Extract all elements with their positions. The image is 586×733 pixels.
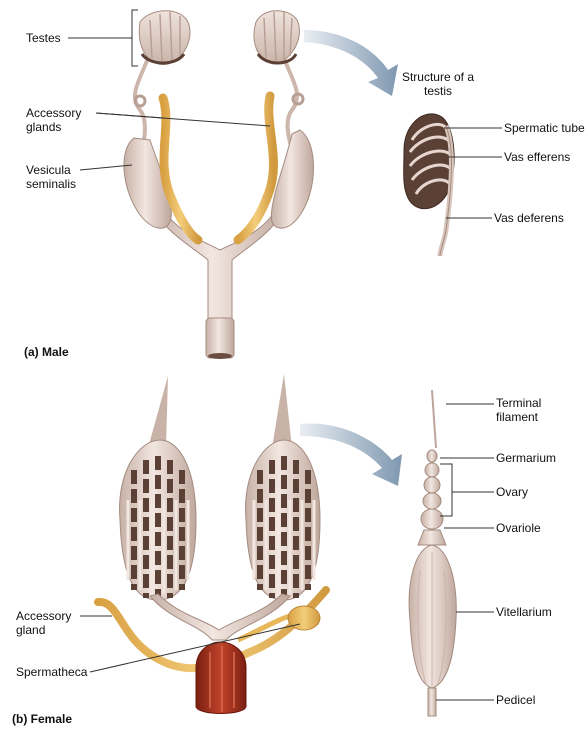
male-detail-arrow <box>304 30 398 96</box>
testis-left <box>139 11 190 65</box>
label-vitellarium: Vitellarium <box>496 605 552 619</box>
ovariole-illustration <box>409 390 456 716</box>
spermatheca-illustration <box>288 606 320 630</box>
ovary-left <box>120 440 196 600</box>
vitellarium-illustration <box>409 545 456 688</box>
label-ovary: Ovary <box>496 485 528 499</box>
panel-label-female: (b) Female <box>12 712 72 726</box>
label-terminal-filament: Terminal filament <box>496 396 566 424</box>
panel-label-male: (a) Male <box>24 345 69 359</box>
female-vagina <box>196 642 246 714</box>
ovary-right <box>246 440 320 600</box>
label-spermatheca: Spermatheca <box>16 665 87 679</box>
testis-right <box>254 11 299 64</box>
label-accessory-gland: Accessory gland <box>16 609 82 637</box>
label-spermatic-tube: Spermatic tube <box>504 121 585 135</box>
label-vesicula-seminalis: Vesicula seminalis <box>26 163 88 191</box>
accessory-gland-right <box>238 96 273 240</box>
oviducts <box>150 594 290 640</box>
label-testes: Testes <box>26 31 61 45</box>
label-vas-efferens: Vas efferens <box>504 150 570 164</box>
testis-structure-illustration <box>404 114 454 256</box>
label-vas-deferens: Vas deferens <box>494 211 564 225</box>
male-system-illustration <box>124 11 314 359</box>
label-accessory-glands: Accessory glands <box>26 106 96 134</box>
label-pedicel: Pedicel <box>496 693 535 707</box>
vesicula-seminalis-right <box>271 130 313 228</box>
label-ovariole: Ovariole <box>496 521 541 535</box>
ejaculatory-duct-end <box>206 318 234 358</box>
label-structure-of-testis: Structure of a testis <box>394 70 482 98</box>
label-germarium: Germarium <box>496 451 556 465</box>
